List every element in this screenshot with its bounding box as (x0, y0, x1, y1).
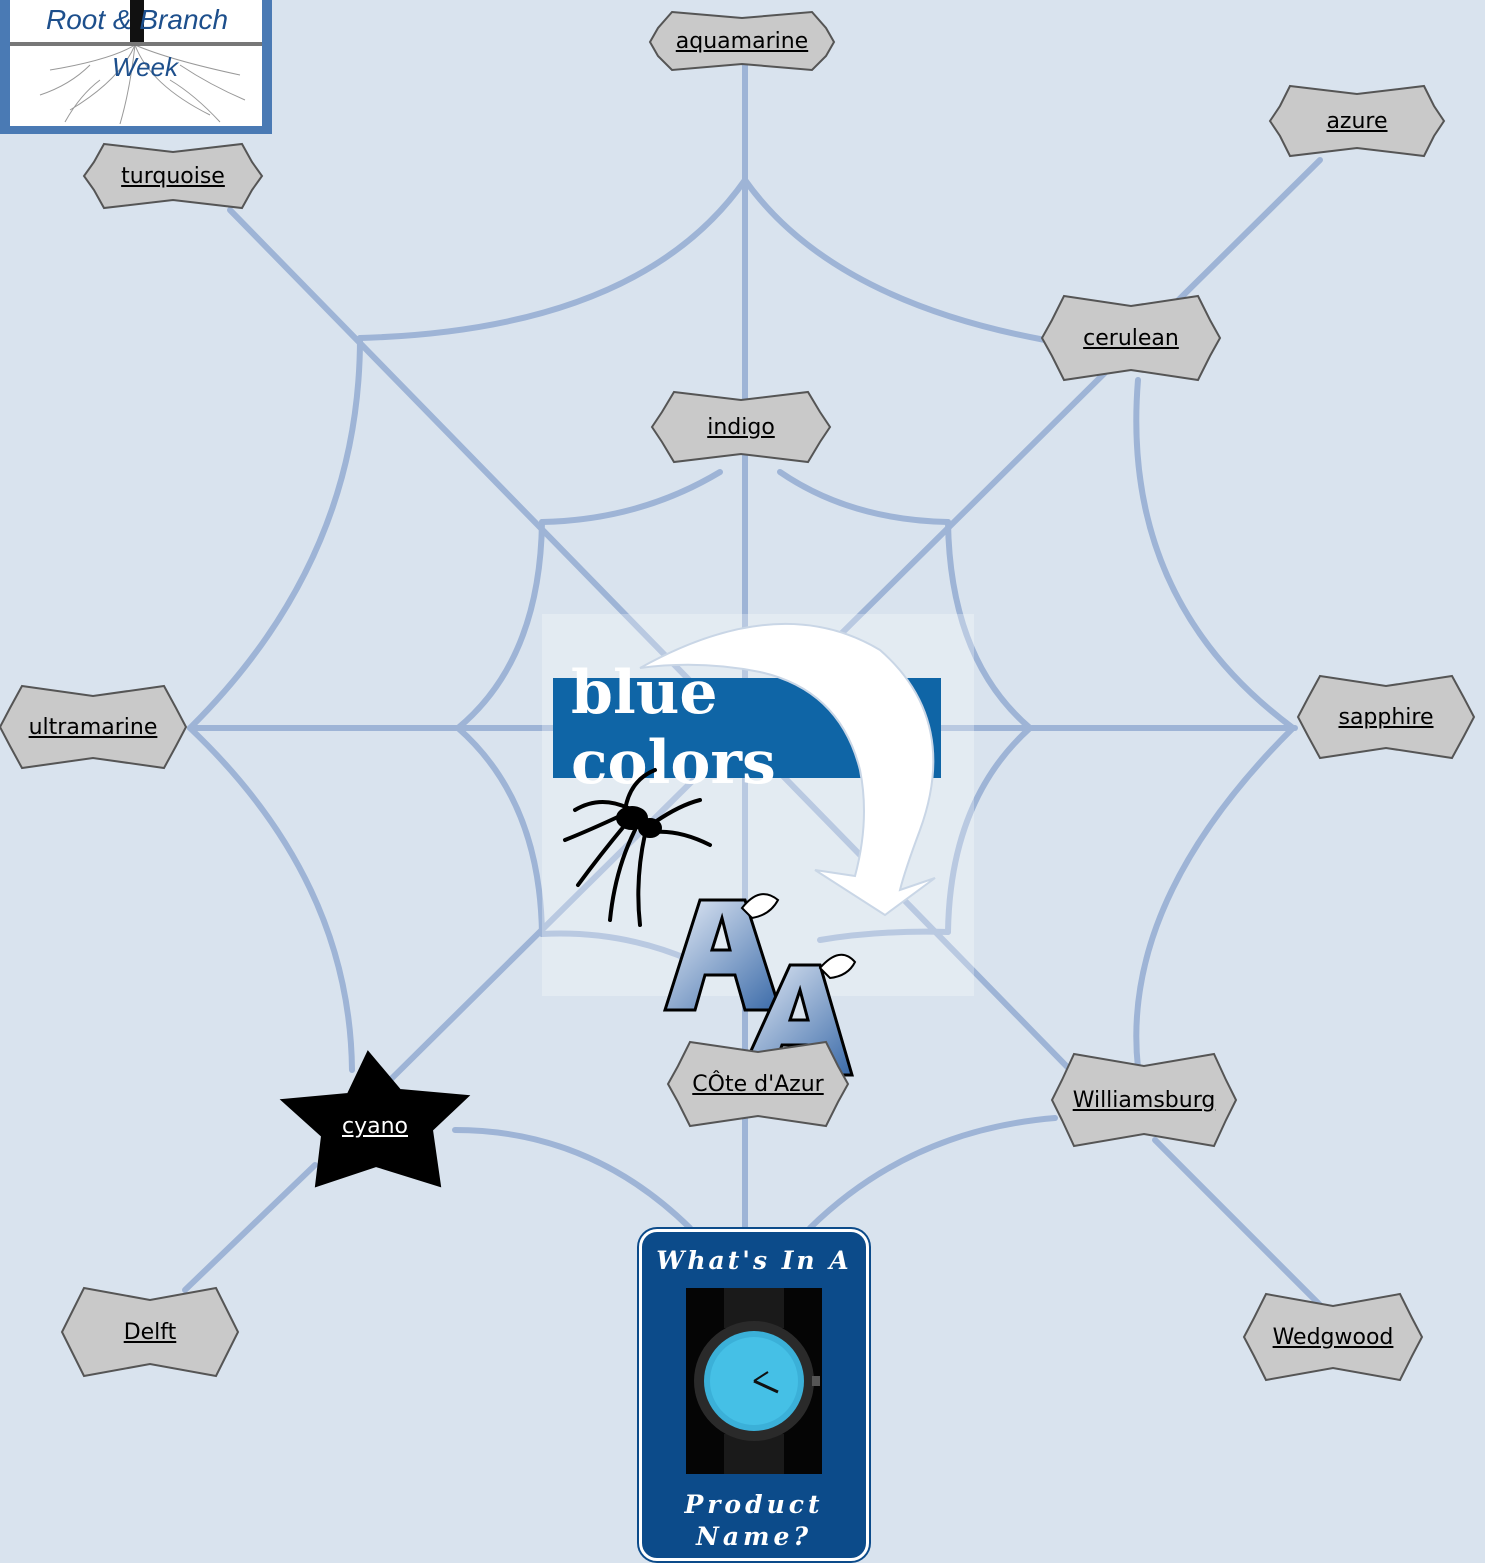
title-box: blue colors (553, 658, 941, 798)
watch-photo (686, 1288, 822, 1474)
node-cote-dazur[interactable]: CÔte d'Azur (666, 1040, 850, 1128)
card-top-text: What's In A (656, 1246, 852, 1275)
card-bottom-line1: Product (684, 1490, 824, 1519)
node-wedgwood[interactable]: Wedgwood (1242, 1292, 1424, 1382)
node-label: sapphire (1338, 704, 1434, 730)
card-bottom-line2: Name? (695, 1522, 813, 1551)
logo-line1: Root & Branch (46, 4, 229, 35)
node-label: Delft (123, 1319, 177, 1345)
roots-icon (39, 0, 246, 125)
node-cerulean[interactable]: cerulean (1040, 294, 1222, 382)
logo-inner: Root & Branch Week (10, 0, 262, 126)
node-label: turquoise (121, 163, 225, 189)
node-label: Wedgwood (1272, 1324, 1394, 1350)
node-turquoise[interactable]: turquoise (82, 142, 264, 210)
product-name-card[interactable]: What's In A Product Name? (639, 1229, 869, 1561)
node-ultramarine[interactable]: ultramarine (0, 684, 188, 770)
node-label: azure (1326, 108, 1388, 134)
node-label: CÔte d'Azur (692, 1071, 824, 1097)
node-indigo[interactable]: indigo (650, 390, 832, 464)
watch-icon (694, 1288, 820, 1474)
node-azure[interactable]: azure (1268, 84, 1446, 158)
logo-divider (10, 42, 262, 46)
node-label: indigo (707, 414, 775, 440)
node-delft[interactable]: Delft (60, 1286, 240, 1378)
node-sapphire[interactable]: sapphire (1296, 674, 1476, 760)
node-label: aquamarine (675, 28, 809, 54)
node-label: Williamsburg (1072, 1087, 1216, 1113)
node-cyano[interactable]: cyano (279, 1050, 471, 1188)
node-label: ultramarine (28, 714, 158, 740)
root-branch-week-logo[interactable]: Root & Branch Week (0, 0, 272, 134)
page-title: blue colors (571, 658, 776, 798)
logo-line2: Week (112, 52, 178, 82)
node-williamsburg[interactable]: Williamsburg (1050, 1052, 1238, 1148)
node-label: cyano (342, 1113, 408, 1139)
node-label: cerulean (1083, 325, 1179, 351)
node-aquamarine[interactable]: aquamarine (648, 10, 836, 72)
